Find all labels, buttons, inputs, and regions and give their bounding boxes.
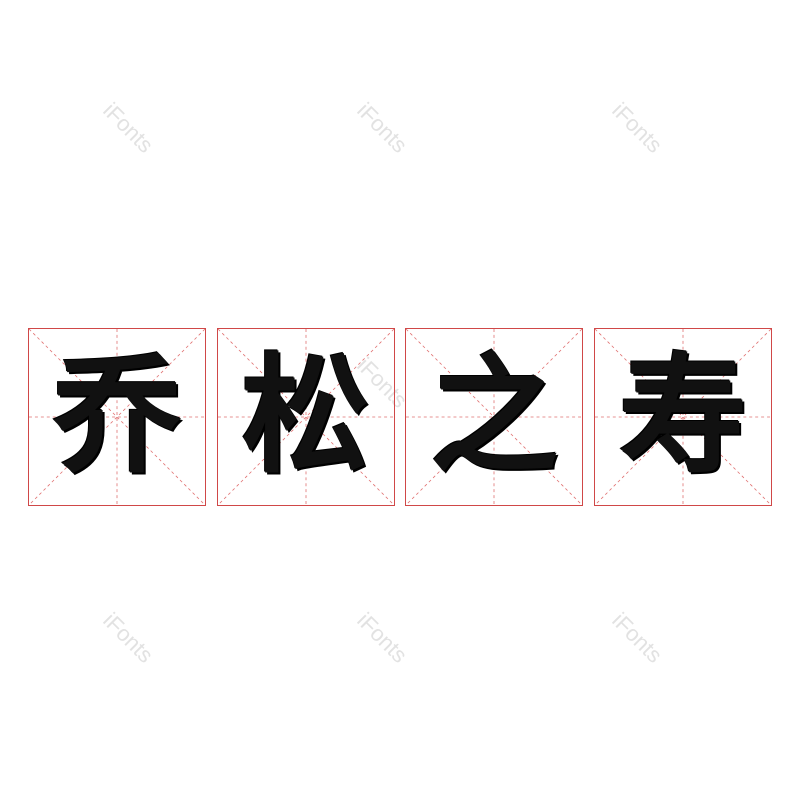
watermark: iFonts (98, 607, 159, 668)
character-cell-4: 寿 (593, 328, 772, 506)
character-glyph: 寿 (618, 342, 747, 491)
character-glyph: 之 (430, 342, 559, 491)
watermark: iFonts (607, 97, 668, 158)
character-grid: 乔 松 之 (28, 328, 772, 508)
character-glyph: 乔 (52, 342, 181, 491)
watermark: iFonts (98, 97, 159, 158)
watermark: iFonts (352, 607, 413, 668)
character-cell-3: 之 (405, 328, 584, 506)
character-cell-1: 乔 (28, 328, 206, 506)
watermark: iFonts (352, 97, 413, 158)
character-cell-2: 松 (216, 328, 395, 506)
watermark: iFonts (607, 607, 668, 668)
character-glyph: 松 (241, 342, 370, 491)
